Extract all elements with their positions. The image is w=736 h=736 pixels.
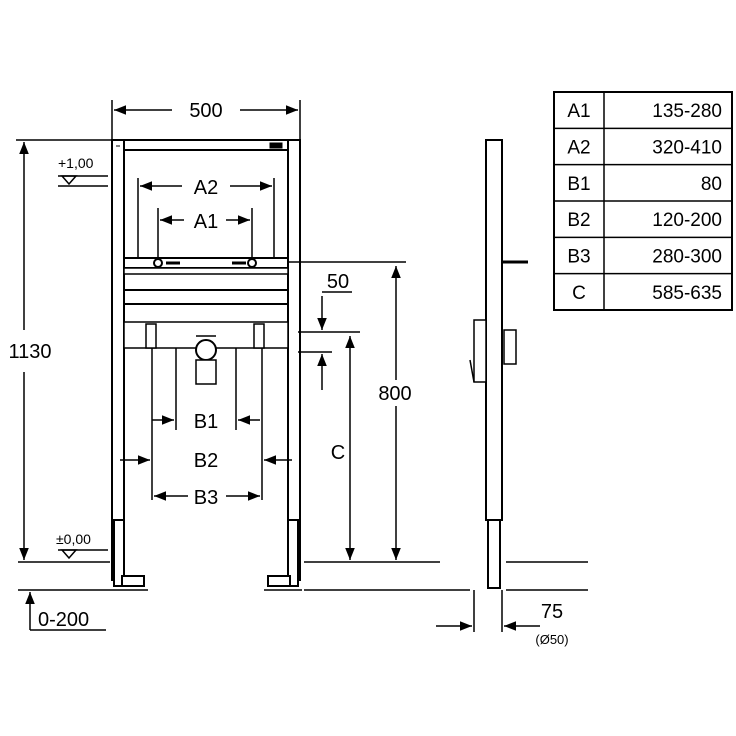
a2-label: A2 [194,177,218,199]
level-floor-marker [58,549,108,560]
vertical-dimensions [288,261,406,560]
height-label: 1130 [8,341,51,363]
height-800-label: 800 [378,383,411,405]
height-dimension [16,139,112,560]
a-dimensions [137,178,275,258]
height-range-label: 0-200 [38,609,89,631]
height-range-dimension [25,592,106,631]
floor-lines [18,561,588,591]
table-row-label: B3 [567,247,590,268]
b-dimensions [120,348,292,501]
table-row-label: B1 [567,174,590,195]
level-floor-label: ±0,00 [56,531,91,547]
a1-label: A1 [194,211,218,233]
width-dimension [111,100,301,140]
depth-label: 75 [541,601,563,623]
pipe-label: (Ø50) [535,632,568,647]
table-row-value: 585-635 [652,283,722,304]
offset-label: 50 [327,271,349,293]
level-top-marker [58,175,108,187]
level-top-label: +1,00 [58,155,94,171]
width-label: 500 [189,100,222,122]
c-label-text: C [331,442,345,464]
table-row-value: 320-410 [652,138,722,159]
table-row-value: 80 [701,174,722,195]
table-row-value: 120-200 [652,210,722,231]
b3-label: B3 [194,487,218,509]
table-row-label: A2 [567,138,590,159]
front-view [111,139,301,587]
b1-label: B1 [194,411,218,433]
table-row-label: C [572,283,586,304]
depth-dimension [436,590,540,632]
table-row-label: B2 [567,210,590,231]
b2-label: B2 [194,450,218,472]
side-view [469,139,528,589]
table-row-value: 280-300 [652,247,722,268]
table-row-label: A1 [567,101,590,122]
table-row-value: 135-280 [652,101,722,122]
